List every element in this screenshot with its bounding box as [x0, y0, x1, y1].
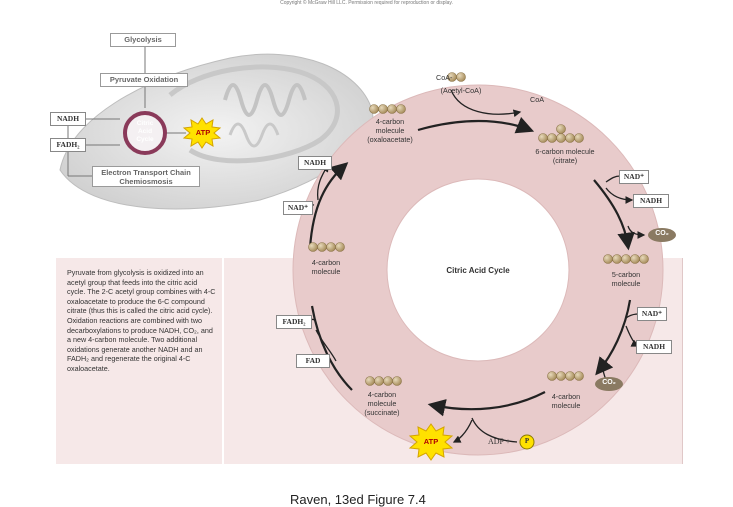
phosphate-label: P [524, 437, 530, 445]
inset-flow-lines [67, 46, 186, 177]
succinate-line2: molecule [367, 399, 397, 408]
fadh2-tag: FADH₂ [276, 315, 312, 329]
four-carbon-left-line1: 4-carbon [311, 258, 341, 267]
inset-fadh2-tag: FADH₂ [50, 138, 86, 152]
inset-nadh-tag: NADH [50, 112, 86, 126]
citrate-line2: (citrate) [552, 156, 578, 165]
coa-output-label: CoA [530, 95, 544, 104]
oxaloacetate-line3: (oxaloacetate) [367, 135, 413, 144]
panel-divider [222, 258, 224, 464]
cycle-title: Citric Acid Cycle [446, 266, 510, 275]
oxaloacetate-label: 4-carbon molecule (oxaloacetate) [350, 117, 430, 144]
four-carbon-right-line2: molecule [551, 401, 581, 410]
adp-label: ADP + [488, 437, 511, 446]
cycle-arrows [308, 116, 635, 417]
inset-cycle-icon [123, 111, 167, 155]
citrate-line1: 6-carbon molecule [535, 147, 595, 156]
four-carbon-right-label: 4-carbon molecule [536, 392, 596, 410]
phosphate-icon [519, 434, 535, 450]
acetyl-coa-label: (Acetyl-CoA) [440, 86, 482, 95]
inset-cycle-label-line2: Acid [137, 128, 153, 135]
nad-tag-left: NAD⁺ [283, 201, 313, 215]
five-carbon-line2: molecule [611, 279, 641, 288]
succinate-label: 4-carbon molecule (succinate) [350, 390, 414, 417]
etc-label-line1: Electron Transport Chain [101, 168, 191, 177]
figure-caption: Raven, 13ed Figure 7.4 [290, 492, 426, 507]
inset-cycle-label-line3: Cycle [136, 136, 154, 143]
nad-tag-2: NAD⁺ [637, 307, 667, 321]
cycle-ring [292, 84, 664, 456]
co2-label-1: CO₂ [655, 230, 669, 237]
inset-cycle-label-line1: Citric [136, 120, 154, 127]
glycolysis-box: Glycolysis [110, 33, 176, 47]
succinate-line1: 4-carbon [367, 390, 397, 399]
five-carbon-line1: 5-carbon [611, 270, 641, 279]
etc-box: Electron Transport Chain Chemiosmosis [92, 166, 200, 187]
coa-input-label: CoA- [436, 73, 453, 82]
oxaloacetate-line1: 4-carbon [375, 117, 405, 126]
inset-atp-label: ATP [195, 128, 211, 137]
citrate-label: 6-carbon molecule (citrate) [520, 147, 610, 165]
molecule-balls [308, 72, 649, 386]
inset-cycle-label: Citric Acid Cycle [131, 120, 159, 144]
nadh-tag-left: NADH [298, 156, 332, 170]
description-text: Pyruvate from glycolysis is oxidized int… [67, 268, 216, 373]
co2-oval-1 [648, 228, 676, 242]
fad-tag: FAD [296, 354, 330, 368]
pyruvate-oxidation-box: Pyruvate Oxidation [100, 73, 188, 87]
four-carbon-left-line2: molecule [311, 267, 341, 276]
oxaloacetate-line2: molecule [375, 126, 405, 135]
succinate-line3: (succinate) [364, 408, 400, 417]
atp-burst [408, 423, 454, 461]
four-carbon-left-label: 4-carbon molecule [296, 258, 356, 276]
nadh-tag-1: NADH [633, 194, 669, 208]
atp-label: ATP [423, 437, 439, 446]
co2-label-2: CO₂ [602, 379, 616, 386]
inset-atp-burst [182, 117, 222, 149]
four-carbon-right-line1: 4-carbon [551, 392, 581, 401]
co2-oval-2 [595, 377, 623, 391]
etc-label-line2: Chemiosmosis [119, 177, 173, 186]
copyright-notice: Copyright © McGraw Hill LLC. Permission … [280, 0, 453, 6]
nad-tag-1: NAD⁺ [619, 170, 649, 184]
five-carbon-label: 5-carbon molecule [596, 270, 656, 288]
nadh-tag-2: NADH [636, 340, 672, 354]
